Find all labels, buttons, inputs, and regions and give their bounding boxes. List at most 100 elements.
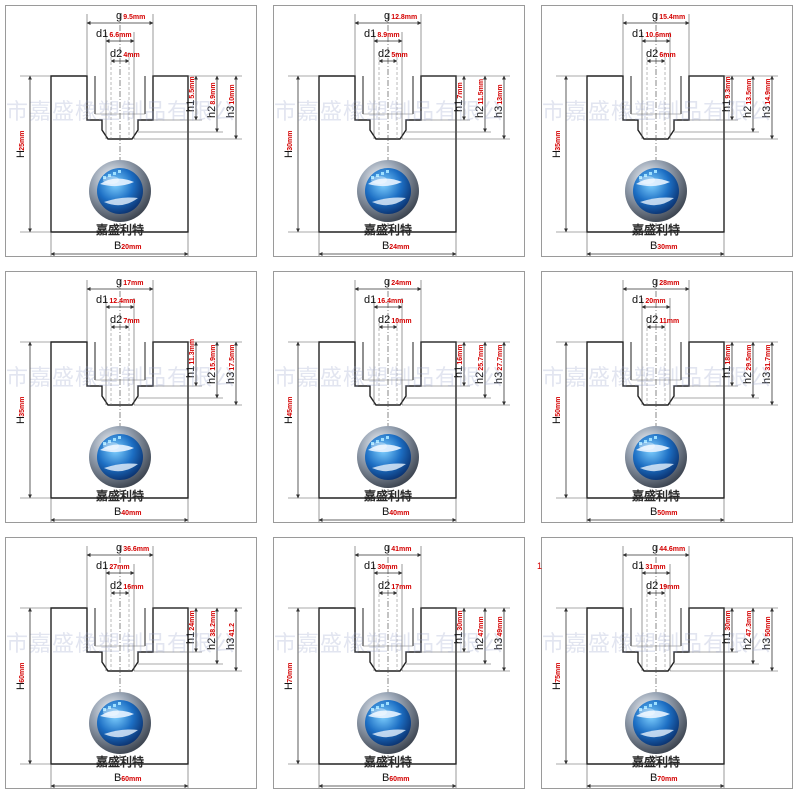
d1-letter: d1	[632, 294, 644, 306]
H-value: 60mm	[19, 663, 26, 683]
g-letter: g	[384, 276, 390, 288]
d1-letter: d1	[96, 28, 108, 40]
h1-value: 5.5mm	[189, 76, 196, 98]
brand-text: 嘉盛利特	[95, 222, 144, 237]
B-value: 40mm	[121, 510, 141, 517]
h3-value: 13mm	[497, 84, 504, 104]
d2-letter: d2	[646, 580, 658, 592]
h2-value: 29.5mm	[746, 345, 753, 371]
h3-letter: h3	[493, 638, 505, 650]
h3-letter: h3	[225, 106, 237, 118]
h3-value: 31.7mm	[765, 345, 772, 371]
d1-value: 20mm	[645, 298, 665, 305]
g-value: 15.4mm	[659, 14, 685, 21]
d1-value: 10.6mm	[645, 32, 671, 39]
h1-letter: h1	[721, 632, 733, 644]
h1-letter: h1	[185, 366, 197, 378]
d2-letter: d2	[110, 314, 122, 326]
d2-value: 4mm	[123, 52, 139, 59]
g-value: 41mm	[391, 546, 411, 553]
d1-value: 6.6mm	[109, 32, 131, 39]
h2-value: 8.9mm	[210, 82, 217, 104]
profile-outline	[318, 75, 457, 233]
globe-logo-icon	[357, 426, 419, 488]
brand-text: 嘉盛利特	[95, 754, 144, 769]
B-letter: B	[114, 772, 121, 784]
profile-outline	[318, 341, 457, 499]
B-value: 20mm	[121, 244, 141, 251]
g-value: 24mm	[391, 280, 411, 287]
h2-value: 47.3mm	[746, 611, 753, 637]
B-value: 70mm	[657, 776, 677, 783]
B-value: 50mm	[657, 510, 677, 517]
d1-value: 8.9mm	[377, 32, 399, 39]
g-value: 44.6mm	[659, 546, 685, 553]
profile-outline	[318, 607, 457, 765]
h2-letter: h2	[742, 638, 754, 650]
d1-letter: d1	[364, 560, 376, 572]
g-letter: g	[116, 10, 122, 22]
h3-value: 10mm	[229, 84, 236, 104]
h1-value: 9.3mm	[725, 76, 732, 98]
d2-letter: d2	[110, 580, 122, 592]
h2-letter: h2	[474, 638, 486, 650]
brand-text: 嘉盛利特	[631, 222, 680, 237]
B-value: 24mm	[389, 244, 409, 251]
h3-value: 14.9mm	[765, 79, 772, 105]
d1-letter: d1	[96, 294, 108, 306]
B-letter: B	[114, 240, 121, 252]
d2-value: 7mm	[123, 318, 139, 325]
H-value: 25mm	[19, 131, 26, 151]
d1-letter: d1	[364, 294, 376, 306]
H-letter: H	[283, 150, 295, 158]
h2-letter: h2	[474, 106, 486, 118]
H-letter: H	[551, 150, 563, 158]
d1-letter: d1	[632, 560, 644, 572]
g-value: 12.8mm	[391, 14, 417, 21]
h3-value: 27.7mm	[497, 345, 504, 371]
h1-value: 11.3mm	[189, 339, 196, 365]
profile-outline	[586, 341, 725, 499]
globe-logo-icon	[625, 160, 687, 222]
g-value: 36.6mm	[123, 546, 149, 553]
g-letter: g	[116, 542, 122, 554]
H-letter: H	[551, 416, 563, 424]
d1-value: 31mm	[645, 564, 665, 571]
globe-logo-icon	[625, 426, 687, 488]
d1-value: 16.4mm	[377, 298, 403, 305]
d1-value: 12.4mm	[109, 298, 135, 305]
profile-outline	[586, 75, 725, 233]
H-value: 35mm	[19, 397, 26, 417]
brand-text: 嘉盛利特	[363, 754, 412, 769]
H-letter: H	[283, 416, 295, 424]
g-value: 28mm	[659, 280, 679, 287]
d2-value: 17mm	[391, 584, 411, 591]
B-letter: B	[382, 240, 389, 252]
d2-letter: d2	[110, 48, 122, 60]
H-letter: H	[283, 682, 295, 690]
d2-value: 5mm	[391, 52, 407, 59]
H-value: 30mm	[287, 131, 294, 151]
h2-value: 13.5mm	[746, 79, 753, 105]
brand-text: 嘉盛利特	[631, 488, 680, 503]
h3-value: 17.5mm	[229, 345, 236, 371]
H-letter: H	[15, 150, 27, 158]
d1-letter: d1	[632, 28, 644, 40]
B-letter: B	[650, 772, 657, 784]
globe-logo-icon	[89, 160, 151, 222]
h2-letter: h2	[206, 372, 218, 384]
h3-letter: h3	[493, 106, 505, 118]
d2-letter: d2	[378, 580, 390, 592]
h1-value: 7mm	[457, 82, 464, 98]
H-value: 70mm	[287, 663, 294, 683]
g-letter: g	[652, 542, 658, 554]
d2-letter: d2	[646, 314, 658, 326]
globe-logo-icon	[357, 160, 419, 222]
